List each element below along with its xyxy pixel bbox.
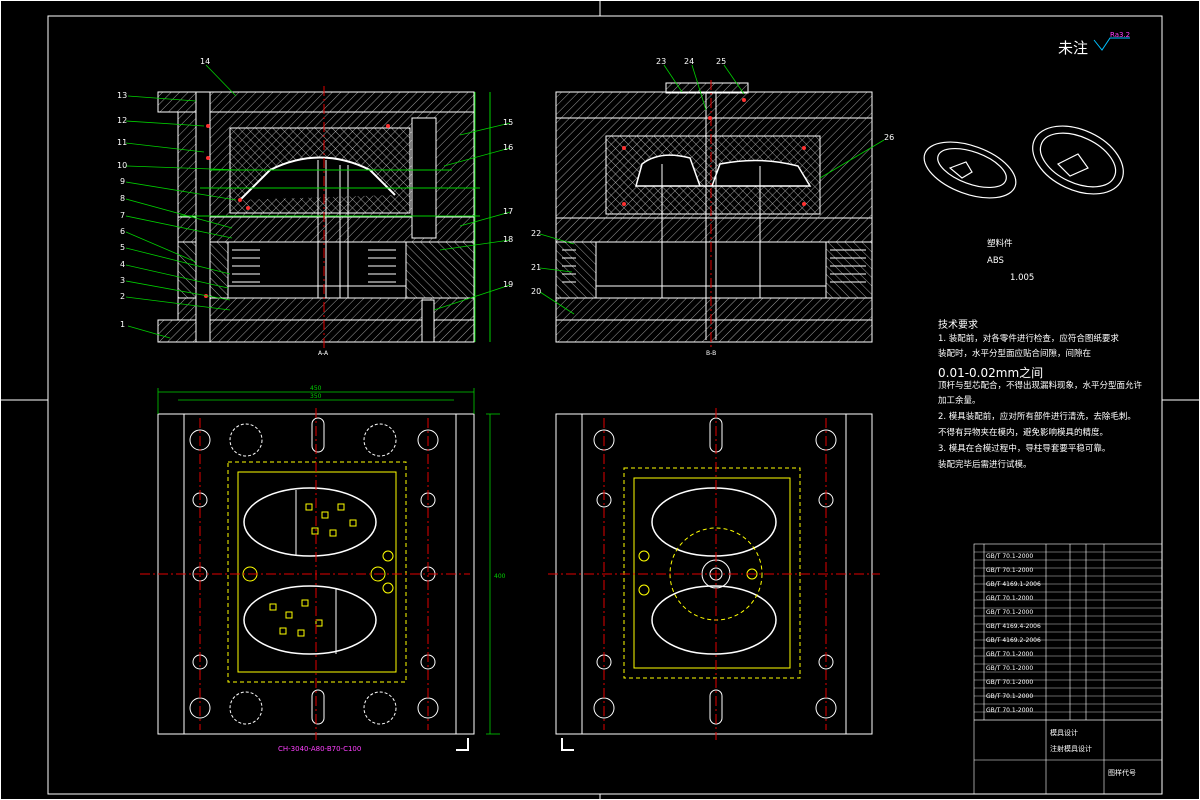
callout-15: 15 (503, 118, 514, 127)
tech-req-line-1: 1. 装配前，对各零件进行检查，应符合图纸要求 (938, 334, 1119, 344)
bom-std-code: GB/T 4169.2-2006 (986, 637, 1041, 644)
tech-req-line-8: 3. 模具在合模过程中，导柱导套要平稳可靠。 (938, 444, 1111, 454)
tech-req-line-4: 顶杆与型芯配合，不得出现漏料现象，水平分型面允许 (938, 381, 1143, 391)
callout-9: 9 (120, 177, 126, 186)
roughness-symbol (1093, 37, 1130, 51)
dim-height: 400 (494, 573, 506, 580)
section-b-label: B-B (706, 350, 716, 357)
bom-std-code: GB/T 70.1-2000 (986, 567, 1034, 574)
part-shrinkage: 1.005 (1010, 273, 1035, 283)
plan-view-moving: 450 350 400 CH-3040-A80-B70-C100 (140, 385, 506, 753)
callout-21: 21 (531, 263, 542, 272)
callout-17: 17 (503, 207, 514, 216)
callout-11: 11 (117, 138, 128, 147)
part-name: 塑料件 (987, 239, 1013, 249)
callout-7: 7 (120, 211, 126, 220)
title-block-design: 模具设计 (1050, 729, 1078, 737)
bom-std-code: GB/T 70.1-2000 (986, 679, 1034, 686)
section-view-a: A-A (125, 64, 511, 357)
tech-req-title: 技术要求 (938, 320, 978, 331)
callout-2: 2 (120, 292, 126, 301)
callout-1: 1 (120, 320, 126, 329)
bom-std-code: GB/T 70.1-2000 (986, 651, 1034, 658)
title-block-name: 注射模具设计 (1050, 745, 1092, 753)
callout-6: 6 (120, 227, 126, 236)
callout-20: 20 (531, 287, 542, 296)
callout-5: 5 (120, 243, 126, 252)
plan-view-fixed (548, 408, 880, 751)
title-block-code: 图样代号 (1108, 769, 1136, 777)
callout-26: 26 (884, 133, 895, 142)
callout-8: 8 (120, 194, 126, 203)
bom-std-code: GB/T 4169.4-2006 (986, 623, 1041, 630)
tech-req-line-6: 2. 模具装配前，应对所有部件进行清洗，去除毛刺。 (938, 412, 1136, 422)
callout-23: 23 (656, 57, 667, 66)
sheet-inner-border (47, 15, 1163, 795)
bom-std-code: GB/T 70.1-2000 (986, 665, 1034, 672)
callout-10: 10 (117, 161, 128, 170)
callout-13: 13 (117, 91, 128, 100)
section-a-label: A-A (318, 350, 329, 357)
bom-std-code: GB/T 70.1-2000 (986, 609, 1034, 616)
callout-24: 24 (684, 57, 695, 66)
callout-22: 22 (531, 229, 542, 238)
tech-req-line-9: 装配完毕后需进行试模。 (938, 460, 1032, 470)
tech-req-line-3: 0.01-0.02mm之间 (938, 366, 1044, 380)
callout-3: 3 (120, 276, 126, 285)
part-isometric-sketches (923, 125, 1124, 199)
bom-row-lines (974, 551, 1162, 721)
bom-std-code: GB/T 4169.1-2006 (986, 581, 1041, 588)
bom-std-code: GB/T 70.1-2000 (986, 693, 1034, 700)
tech-req-line-5: 加工余量。 (938, 396, 981, 406)
callout-16: 16 (503, 143, 514, 152)
callout-12: 12 (117, 116, 128, 125)
dim-width-inner: 350 (310, 393, 322, 400)
bom-std-code: GB/T 70.1-2000 (986, 707, 1034, 714)
unspecified-finish-note: 未注 (1058, 39, 1089, 57)
bom-std-code: GB/T 70.1-2000 (986, 553, 1034, 560)
tech-req-line-7: 不得有异物夹在模内，避免影响模具的精度。 (938, 428, 1109, 438)
roughness-value: Ra3.2 (1110, 31, 1131, 39)
part-material: ABS (987, 256, 1004, 266)
tech-req-line-2: 装配时，水平分型面应贴合间隙，间隙在 (938, 349, 1092, 359)
callout-18: 18 (503, 235, 514, 244)
callout-14: 14 (200, 57, 211, 66)
bom-std-code: GB/T 70.1-2000 (986, 595, 1034, 602)
mold-base-code: CH-3040-A80-B70-C100 (278, 745, 361, 753)
callout-19: 19 (503, 280, 514, 289)
callout-4: 4 (120, 260, 126, 269)
callout-25: 25 (716, 57, 727, 66)
section-view-b: B-B (539, 64, 885, 357)
dim-width-outer: 450 (310, 385, 322, 392)
